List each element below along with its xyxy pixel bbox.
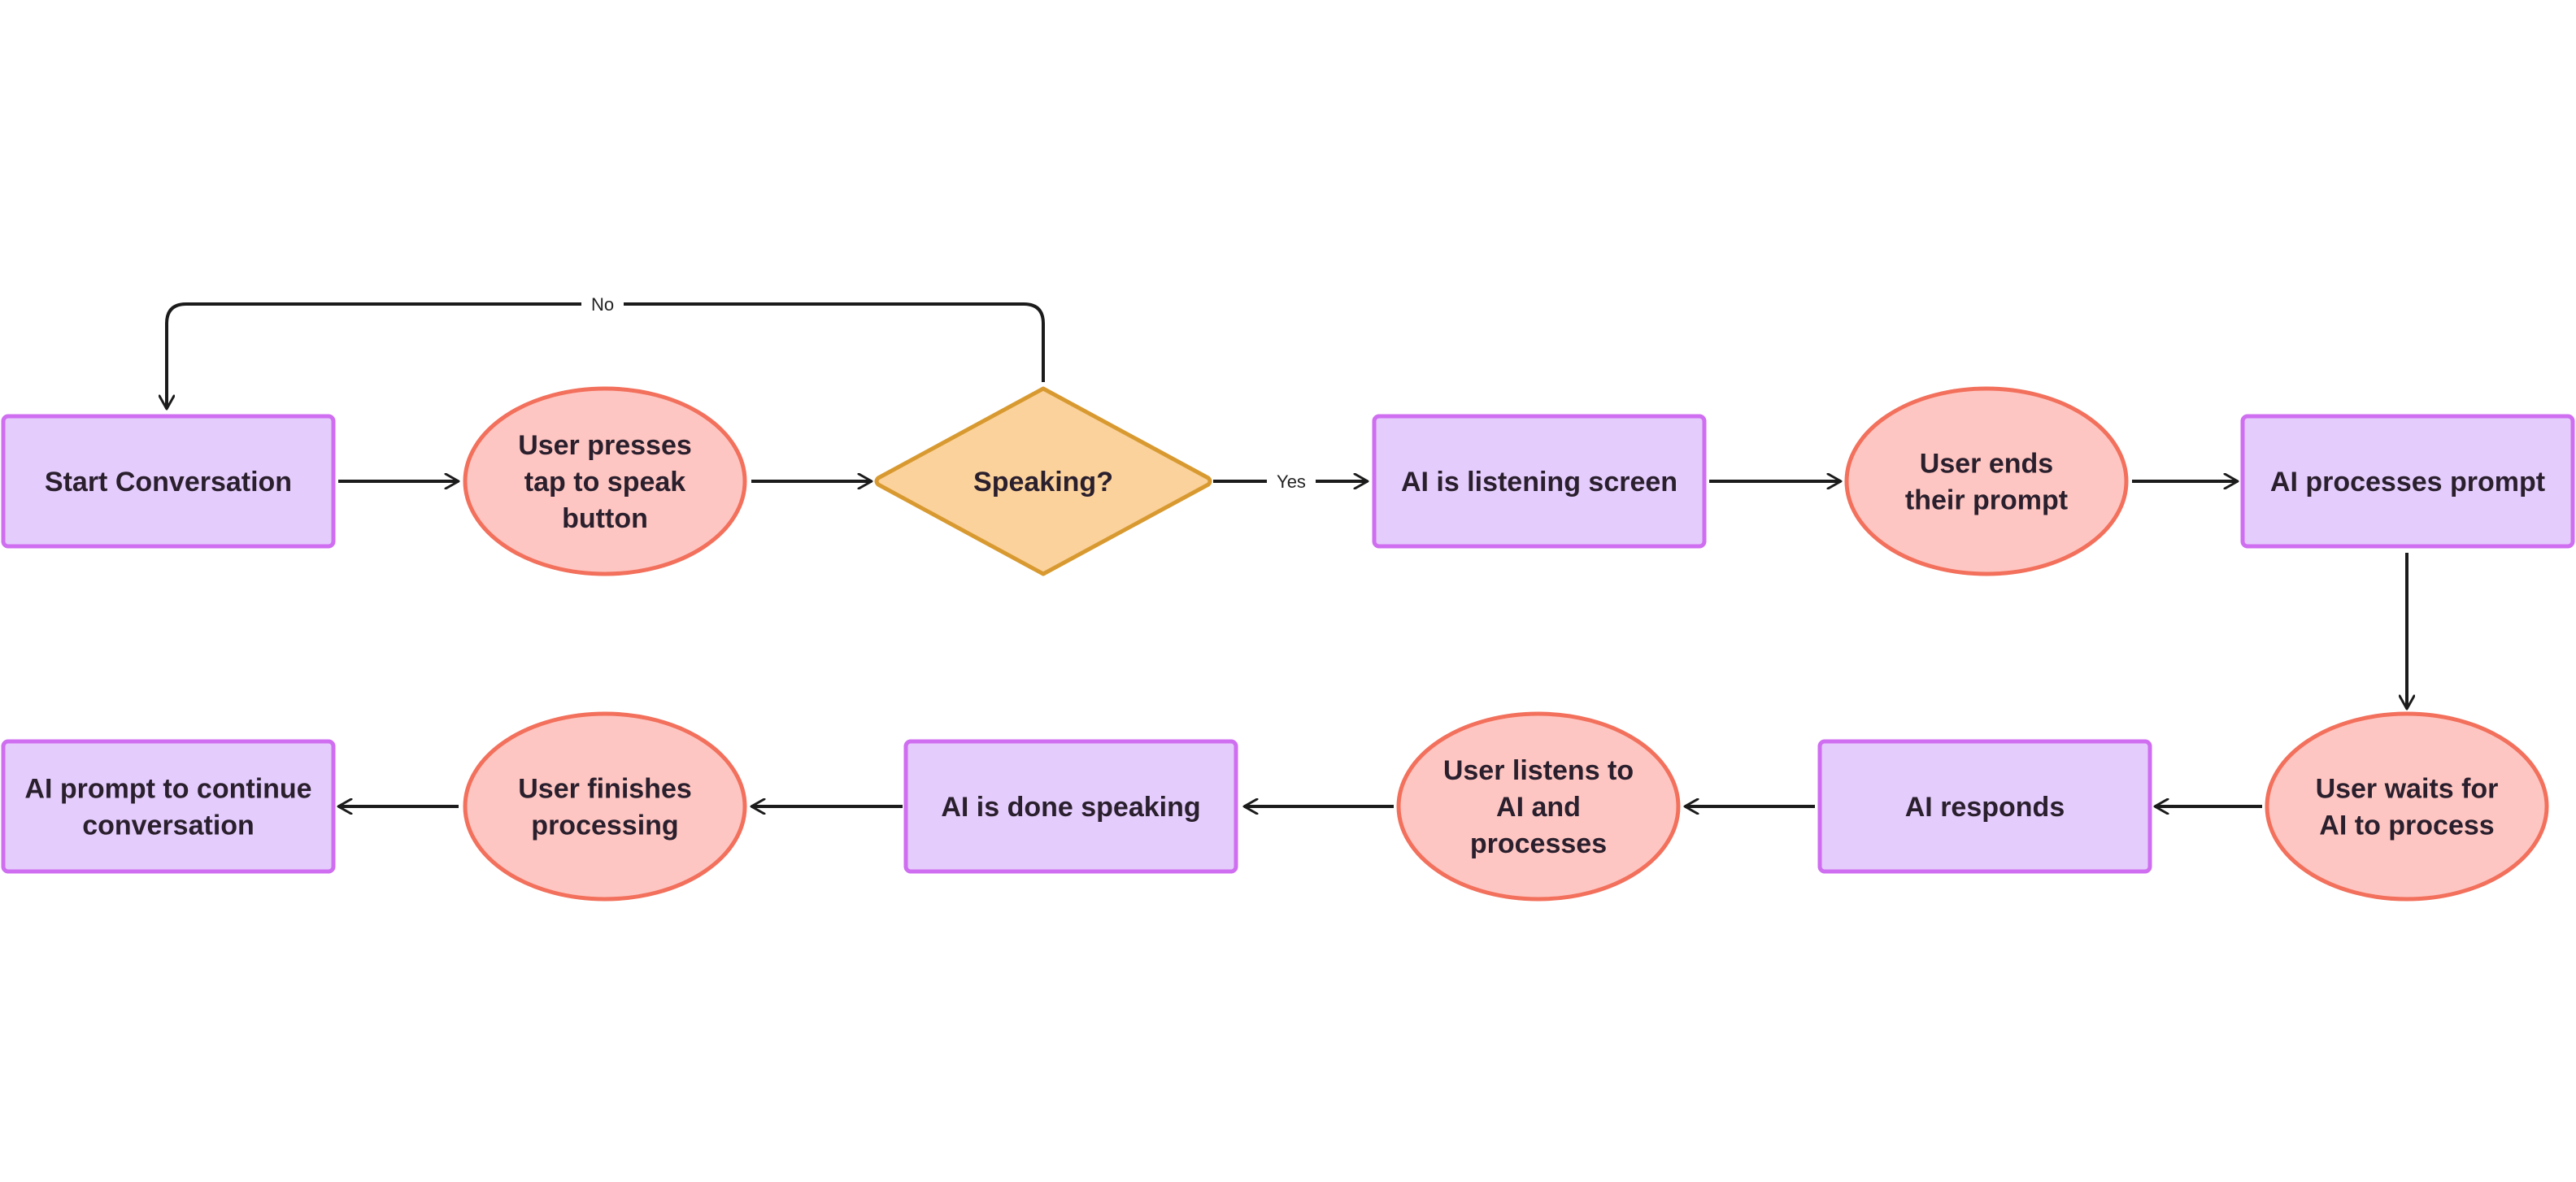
node-label-line: AI to process [2319, 810, 2494, 841]
edge-yes-label-bg [1267, 470, 1316, 493]
node-label-line: tap to speak [524, 467, 685, 498]
node-label: AI processes prompt [2270, 467, 2545, 498]
node-user-listens: User listens to AI and processes [1396, 711, 1681, 902]
node-label: AI responds [1905, 792, 2065, 823]
edges: No Yes [167, 293, 2407, 806]
node-label: AI is done speaking [941, 792, 1200, 823]
node-label-line: their prompt [1905, 485, 2068, 516]
node-label: Start Conversation [45, 467, 292, 498]
node-label-line: User presses [518, 430, 692, 461]
node-ai-listening: AI is listening screen [1372, 414, 1707, 549]
node-label-line: AI is listening screen [1401, 467, 1677, 498]
node-label-line: AI processes prompt [2270, 467, 2545, 498]
process-box [903, 739, 1238, 874]
node-label: User waits for AI to process [2316, 774, 2499, 841]
node-label: User presses tap to speak button [518, 430, 692, 534]
node-user-ends-prompt: User ends their prompt [1844, 386, 2129, 576]
node-label: User finishes processing [518, 774, 692, 841]
node-label: User listens to AI and processes [1443, 755, 1634, 859]
node-label-line: User listens to [1443, 755, 1634, 786]
node-label-line: AI prompt to continue [24, 774, 311, 805]
node-ai-processes-prompt: AI processes prompt [2240, 414, 2575, 549]
node-label-line: conversation [82, 810, 255, 841]
node-label-line: button [562, 503, 648, 534]
node-user-presses-tap: User presses tap to speak button [463, 386, 747, 576]
node-label-line: User finishes [518, 774, 692, 805]
terminal-ellipse [463, 386, 747, 576]
terminal-ellipse [1396, 711, 1681, 902]
node-label-line: processes [1470, 828, 1607, 859]
node-user-waits: User waits for AI to process [2265, 711, 2549, 902]
terminal-ellipse [463, 711, 747, 902]
edge-no-label-bg [581, 293, 624, 315]
node-label-line: Speaking? [973, 467, 1113, 498]
node-label: AI prompt to continue conversation [24, 774, 311, 841]
node-label: AI is listening screen [1401, 467, 1677, 498]
nodes: Start Conversation User presses tap to sp… [1, 386, 2575, 902]
node-ai-done-speaking: AI is done speaking [903, 739, 1238, 874]
node-label-line: User ends [1920, 449, 2053, 480]
node-user-finishes: User finishes processing [463, 711, 747, 902]
node-label-line: AI is done speaking [941, 792, 1200, 823]
node-label-line: processing [531, 810, 678, 841]
decision-diamond [874, 386, 1212, 576]
terminal-ellipse [2265, 711, 2549, 902]
node-label-line: AI and [1496, 792, 1581, 823]
process-box [1372, 414, 1707, 549]
node-label-line: AI responds [1905, 792, 2065, 823]
node-label-line: User waits for [2316, 774, 2499, 805]
node-label-line: Start Conversation [45, 467, 292, 498]
node-label: Speaking? [973, 467, 1113, 498]
process-box [1817, 739, 2152, 874]
edge-no-label: No [591, 294, 614, 315]
node-ai-prompt-continue: AI prompt to continue conversation [1, 739, 336, 874]
edge-yes-label: Yes [1277, 471, 1306, 492]
node-label: User ends their prompt [1905, 449, 2068, 516]
decision-speaking: Speaking? [874, 386, 1212, 576]
process-box [1, 739, 336, 874]
process-box [1, 414, 336, 549]
node-ai-responds: AI responds [1817, 739, 2152, 874]
process-box [2240, 414, 2575, 549]
node-start-conversation: Start Conversation [1, 414, 336, 549]
terminal-ellipse [1844, 386, 2129, 576]
